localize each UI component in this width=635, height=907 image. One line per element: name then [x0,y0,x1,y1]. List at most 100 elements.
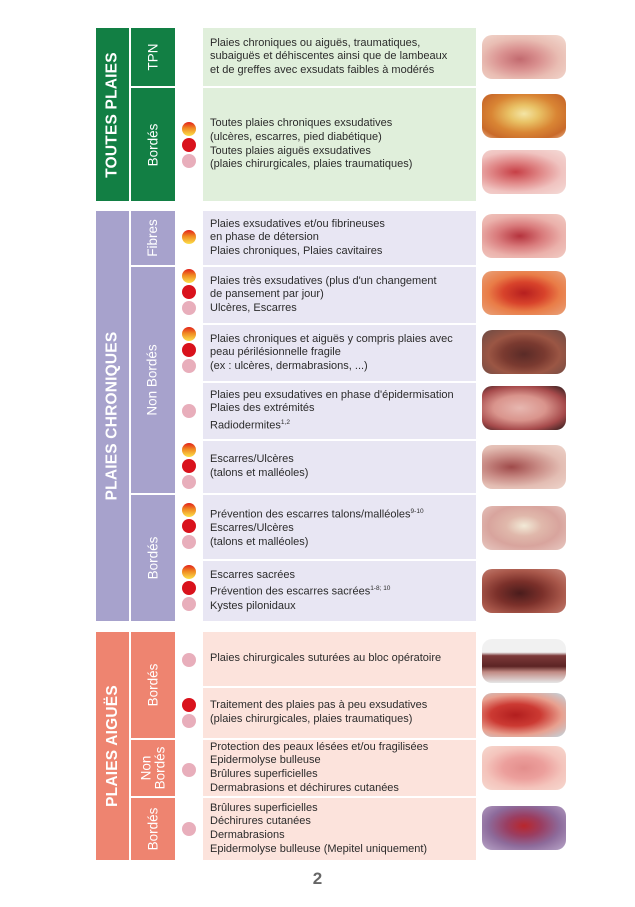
row-line: de pansement par jour) [210,288,324,301]
subsection-pc-fibres-label: Fibres [144,219,160,257]
row-line: (talons et malléoles) [210,467,309,479]
pink-dot-icon [182,714,196,728]
wound-photo [482,150,566,194]
row-line-text: Prévention des escarres talons/malléoles [210,508,411,521]
footnote-ref: 1,2 [280,418,290,426]
section-plaies-aigues-label: PLAIES AIGUËS [103,685,121,807]
subsection-pc-fibres: Fibres [131,211,175,265]
row-text: Prévention des escarres talons/malléoles… [210,505,424,549]
wound-photo [482,693,566,737]
table-row: Traitement des plaies pas à peu exsudati… [203,688,476,738]
red-dot-icon [182,519,196,533]
row-line: (plaies chirurgicales, plaies traumatiqu… [210,713,413,725]
row-line: Plaies chroniques ou aiguës, traumatique… [210,36,421,49]
multicolor-dot-icon [182,503,196,517]
subsection-pa-bordes-2: Bordés [131,798,175,860]
row-line: Plaies exsudatives et/ou fibrineuses [210,217,385,230]
multicolor-dot-icon [182,443,196,457]
section-toutes-plaies: TOUTES PLAIES [96,28,129,201]
row-line: Plaies peu exsudatives en phase d'épider… [210,388,454,401]
row-line-text: Radiodermites [210,419,281,432]
row-line: Kystes pilonidaux [210,599,296,612]
wound-photo [482,35,566,79]
row-line: Dermabrasions [210,829,285,841]
red-dot-icon [182,343,196,357]
section-plaies-chroniques: PLAIES CHRONIQUES [96,211,129,621]
pink-dot-icon [182,475,196,489]
multicolor-dot-icon [182,122,196,136]
footnote-ref: 9-10 [410,507,424,515]
row-line: Plaies très exsudatives (plus d'un chang… [210,274,437,287]
row-text: Protection des peaux lésées et/ou fragil… [210,741,428,795]
row-text: Brûlures superficielles Déchirures cutan… [210,802,427,856]
row-line: Toutes plaies chroniques exsudatives [210,117,393,130]
red-dot-icon [182,581,196,595]
row-line: subaiguës et déhiscentes ainsi que de la… [210,50,448,63]
row-line: Dermabrasions et déchirures cutanées [210,781,399,794]
wound-photo [482,330,566,374]
row-line: Plaies chirurgicales suturées au bloc op… [210,652,442,665]
wound-photo [482,639,566,683]
row-text: Plaies chirurgicales suturées au bloc op… [210,652,441,666]
pink-dot-icon [182,154,196,168]
red-dot-icon [182,285,196,299]
table-row: Plaies peu exsudatives en phase d'épider… [203,383,476,439]
row-text: Escarres/Ulcères (talons et malléoles) [210,453,308,480]
subsection-pc-non-bordes-label: Non Bordés [145,344,161,416]
table-row: Plaies exsudatives et/ou fibrineuses en … [203,211,476,265]
row-line: Prévention des escarres sacrées1-8; 10 [210,582,390,599]
subsection-pa-bordes-2-label: Bordés [145,807,160,851]
row-line: (ex : ulcères, dermabrasions, ...) [210,359,368,372]
table-row: Plaies chroniques ou aiguës, traumatique… [203,28,476,86]
wound-photo [482,94,566,138]
table-row: Plaies chroniques et aiguës y compris pl… [203,325,476,381]
row-text: Plaies chroniques ou aiguës, traumatique… [210,37,447,78]
row-text: Plaies exsudatives et/ou fibrineuses en … [210,218,385,259]
row-line: Brûlures superficielles [210,768,318,780]
row-line: (plaies chirurgicales, plaies traumatiqu… [210,158,413,171]
row-line: Radiodermites1,2 [210,416,454,433]
pink-dot-icon [182,404,196,418]
multicolor-dot-icon [182,269,196,283]
table-row: Escarres/Ulcères (talons et malléoles) [203,441,476,493]
row-text: Escarres sacrées Prévention des escarres… [210,569,390,613]
row-text: Plaies chroniques et aiguës y compris pl… [210,333,453,374]
row-line: (ulcères, escarres, pied diabétique) [210,130,382,143]
footnote-ref: 1-8; 10 [370,585,391,593]
wound-photo [482,445,566,489]
row-line: Toutes plaies aiguës exsudatives [210,144,371,157]
table-row: Toutes plaies chroniques exsudatives (ul… [203,88,476,201]
row-line: Déchirures cutanées [210,815,311,828]
row-text: Traitement des plaies pas à peu exsudati… [210,699,427,726]
red-dot-icon [182,138,196,152]
wound-photo [482,271,566,315]
row-line: (talons et malléoles) [210,535,309,548]
red-dot-icon [182,698,196,712]
subsection-tp-bordes: Bordés [131,88,175,201]
wound-photo [482,569,566,613]
table-row: Brûlures superficielles Déchirures cutan… [203,798,476,860]
row-line: Escarres sacrées [210,568,295,581]
multicolor-dot-icon [182,565,196,579]
section-toutes-plaies-label: TOUTES PLAIES [103,51,121,178]
row-line: Protection des peaux lésées et/ou fragil… [210,740,429,753]
section-plaies-chroniques-label: PLAIES CHRONIQUES [103,331,121,501]
wound-photo [482,506,566,550]
subsection-tpn: TPN [131,28,175,86]
row-line: Escarres/Ulcères [210,522,294,535]
table-row: Prévention des escarres talons/malléoles… [203,495,476,559]
row-line: Plaies chroniques et aiguës y compris pl… [210,332,453,345]
row-line: Epidermolyse bulleuse [210,754,321,767]
pink-dot-icon [182,653,196,667]
wound-photo [482,746,566,790]
subsection-pa-bordes-1-label: Bordés [145,663,160,707]
row-line: Plaies chroniques, Plaies cavitaires [210,244,383,257]
subsection-pa-non-bordes-line2: Bordés [152,746,167,790]
pink-dot-icon [182,359,196,373]
row-line: peau périlésionnelle fragile [210,346,341,359]
row-line: Escarres/Ulcères [210,453,294,466]
subsection-pc-non-bordes: Non Bordés [131,267,175,493]
page-number: 2 [312,869,323,888]
row-line: en phase de détersion [210,231,319,244]
row-line: et de greffes avec exsudats faibles à mo… [210,63,435,76]
